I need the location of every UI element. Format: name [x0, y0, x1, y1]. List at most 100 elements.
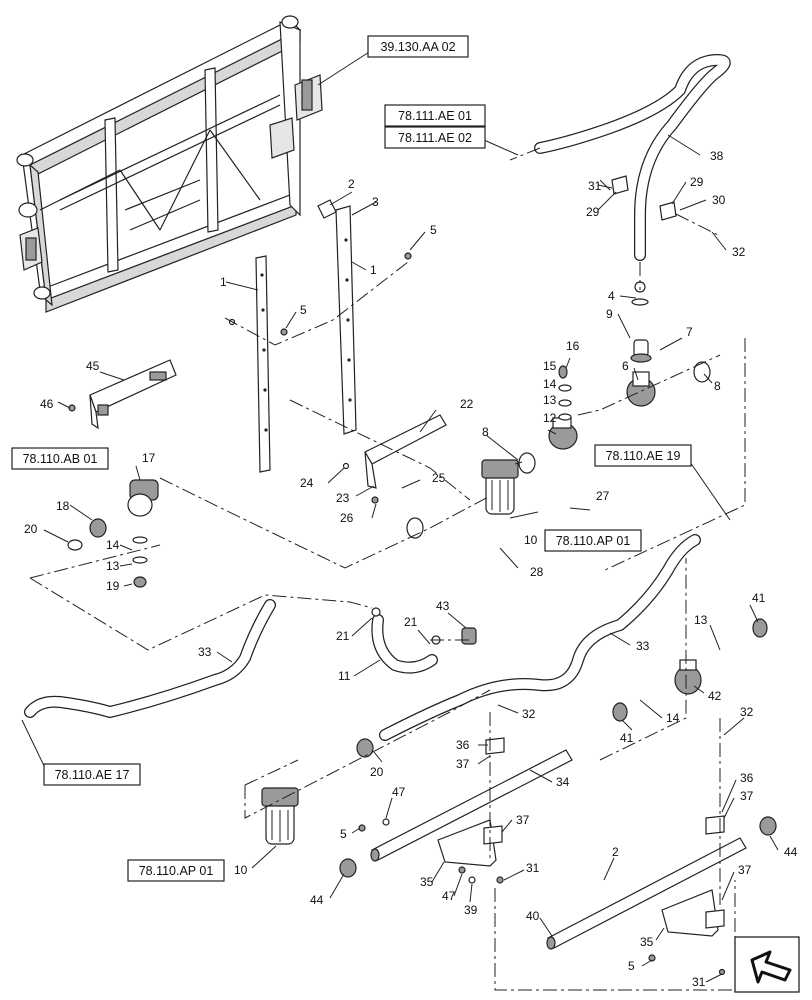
- svg-text:23: 23: [336, 491, 350, 505]
- svg-text:39: 39: [464, 903, 478, 917]
- svg-text:78.110.AP 01: 78.110.AP 01: [556, 534, 631, 548]
- callout-numbers: 38 2 3 5 1 1 5 45 46 22 31 29 29 30 32 4…: [24, 149, 798, 989]
- leader-lines: [21, 44, 779, 983]
- assembly-lines: [29, 147, 746, 991]
- pipe-34: [370, 749, 573, 862]
- svg-text:35: 35: [640, 935, 654, 949]
- next-page-arrow-icon[interactable]: [734, 936, 800, 993]
- nut-44: [339, 816, 777, 878]
- svg-text:78.110.AE 19: 78.110.AE 19: [606, 449, 681, 463]
- svg-text:37: 37: [740, 789, 754, 803]
- svg-text:47: 47: [392, 785, 406, 799]
- svg-text:13: 13: [694, 613, 708, 627]
- svg-text:5: 5: [340, 827, 347, 841]
- svg-text:46: 46: [40, 397, 54, 411]
- brackets-35: [437, 819, 719, 937]
- svg-text:12: 12: [543, 411, 557, 425]
- svg-text:25: 25: [432, 471, 446, 485]
- svg-text:78.110.AB 01: 78.110.AB 01: [23, 452, 98, 466]
- svg-text:20: 20: [370, 765, 384, 779]
- tube-33-left: [24, 599, 276, 718]
- mounting-brackets: [89, 199, 447, 489]
- svg-text:30: 30: [712, 193, 726, 207]
- svg-text:41: 41: [620, 731, 634, 745]
- svg-text:37: 37: [738, 863, 752, 877]
- svg-text:33: 33: [636, 639, 650, 653]
- svg-text:78.110.AE 17: 78.110.AE 17: [55, 768, 130, 782]
- svg-text:41: 41: [752, 591, 766, 605]
- svg-text:35: 35: [420, 875, 434, 889]
- svg-text:31: 31: [692, 975, 706, 989]
- reference-78-110-ae-19[interactable]: 78.110.AE 19: [594, 444, 692, 467]
- svg-text:39.130.AA 02: 39.130.AA 02: [380, 40, 455, 54]
- svg-text:29: 29: [690, 175, 704, 189]
- svg-text:3: 3: [372, 195, 379, 209]
- svg-text:44: 44: [310, 893, 324, 907]
- svg-text:44: 44: [784, 845, 798, 859]
- svg-text:20: 20: [24, 522, 38, 536]
- svg-text:6: 6: [622, 359, 629, 373]
- svg-text:45: 45: [86, 359, 100, 373]
- svg-text:47: 47: [442, 889, 456, 903]
- reference-78-110-ap-01-lower[interactable]: 78.110.AP 01: [127, 859, 225, 882]
- reference-78-111-ae-01[interactable]: 78.111.AE 01: [384, 104, 486, 127]
- svg-text:28: 28: [530, 565, 544, 579]
- svg-text:8: 8: [482, 425, 489, 439]
- svg-text:33: 33: [198, 645, 212, 659]
- svg-text:40: 40: [526, 909, 540, 923]
- svg-text:24: 24: [300, 476, 314, 490]
- svg-text:8: 8: [714, 379, 721, 393]
- svg-text:21: 21: [336, 629, 350, 643]
- valve-42: [674, 659, 702, 695]
- reference-78-110-ap-01-upper[interactable]: 78.110.AP 01: [544, 529, 642, 552]
- svg-text:43: 43: [436, 599, 450, 613]
- svg-text:14: 14: [543, 377, 557, 391]
- svg-text:16: 16: [566, 339, 580, 353]
- svg-text:29: 29: [586, 205, 600, 219]
- svg-text:32: 32: [732, 245, 746, 259]
- svg-text:38: 38: [710, 149, 724, 163]
- svg-text:15: 15: [543, 359, 557, 373]
- svg-text:36: 36: [740, 771, 754, 785]
- svg-text:32: 32: [740, 705, 754, 719]
- svg-text:36: 36: [456, 738, 470, 752]
- svg-text:78.110.AP 01: 78.110.AP 01: [139, 864, 214, 878]
- svg-text:7: 7: [686, 325, 693, 339]
- hose-11: [371, 614, 438, 674]
- svg-text:27: 27: [596, 489, 610, 503]
- tube-33-right: [379, 534, 701, 741]
- reference-78-111-ae-02[interactable]: 78.111.AE 02: [384, 126, 486, 149]
- svg-text:18: 18: [56, 499, 70, 513]
- reference-78-110-ae-17[interactable]: 78.110.AE 17: [43, 763, 141, 786]
- svg-text:10: 10: [524, 533, 538, 547]
- svg-text:19: 19: [106, 579, 120, 593]
- svg-text:22: 22: [460, 397, 474, 411]
- reference-39-130-aa-02[interactable]: 39.130.AA 02: [367, 35, 469, 58]
- svg-text:1: 1: [370, 263, 377, 277]
- fitting-43: [461, 627, 477, 645]
- svg-text:11: 11: [338, 669, 351, 683]
- svg-text:1: 1: [220, 275, 227, 289]
- svg-text:5: 5: [430, 223, 437, 237]
- svg-text:37: 37: [516, 813, 530, 827]
- svg-text:2: 2: [612, 845, 619, 859]
- svg-text:37: 37: [456, 757, 470, 771]
- svg-text:17: 17: [142, 451, 156, 465]
- reference-78-110-ab-01[interactable]: 78.110.AB 01: [11, 447, 109, 470]
- valve-6: [626, 339, 656, 407]
- svg-text:21: 21: [404, 615, 418, 629]
- pipe-40: [546, 837, 747, 950]
- svg-text:9: 9: [606, 307, 613, 321]
- svg-text:78.111.AE 01: 78.111.AE 01: [398, 109, 472, 123]
- fittings-18-20: [67, 518, 374, 758]
- svg-text:31: 31: [588, 179, 602, 193]
- svg-text:5: 5: [300, 303, 307, 317]
- svg-text:14: 14: [106, 538, 120, 552]
- small-hardware: [68, 252, 726, 976]
- svg-text:14: 14: [666, 711, 680, 725]
- svg-text:78.111.AE 02: 78.111.AE 02: [398, 131, 472, 145]
- svg-text:5: 5: [628, 959, 635, 973]
- svg-text:34: 34: [556, 775, 570, 789]
- svg-text:10: 10: [234, 863, 248, 877]
